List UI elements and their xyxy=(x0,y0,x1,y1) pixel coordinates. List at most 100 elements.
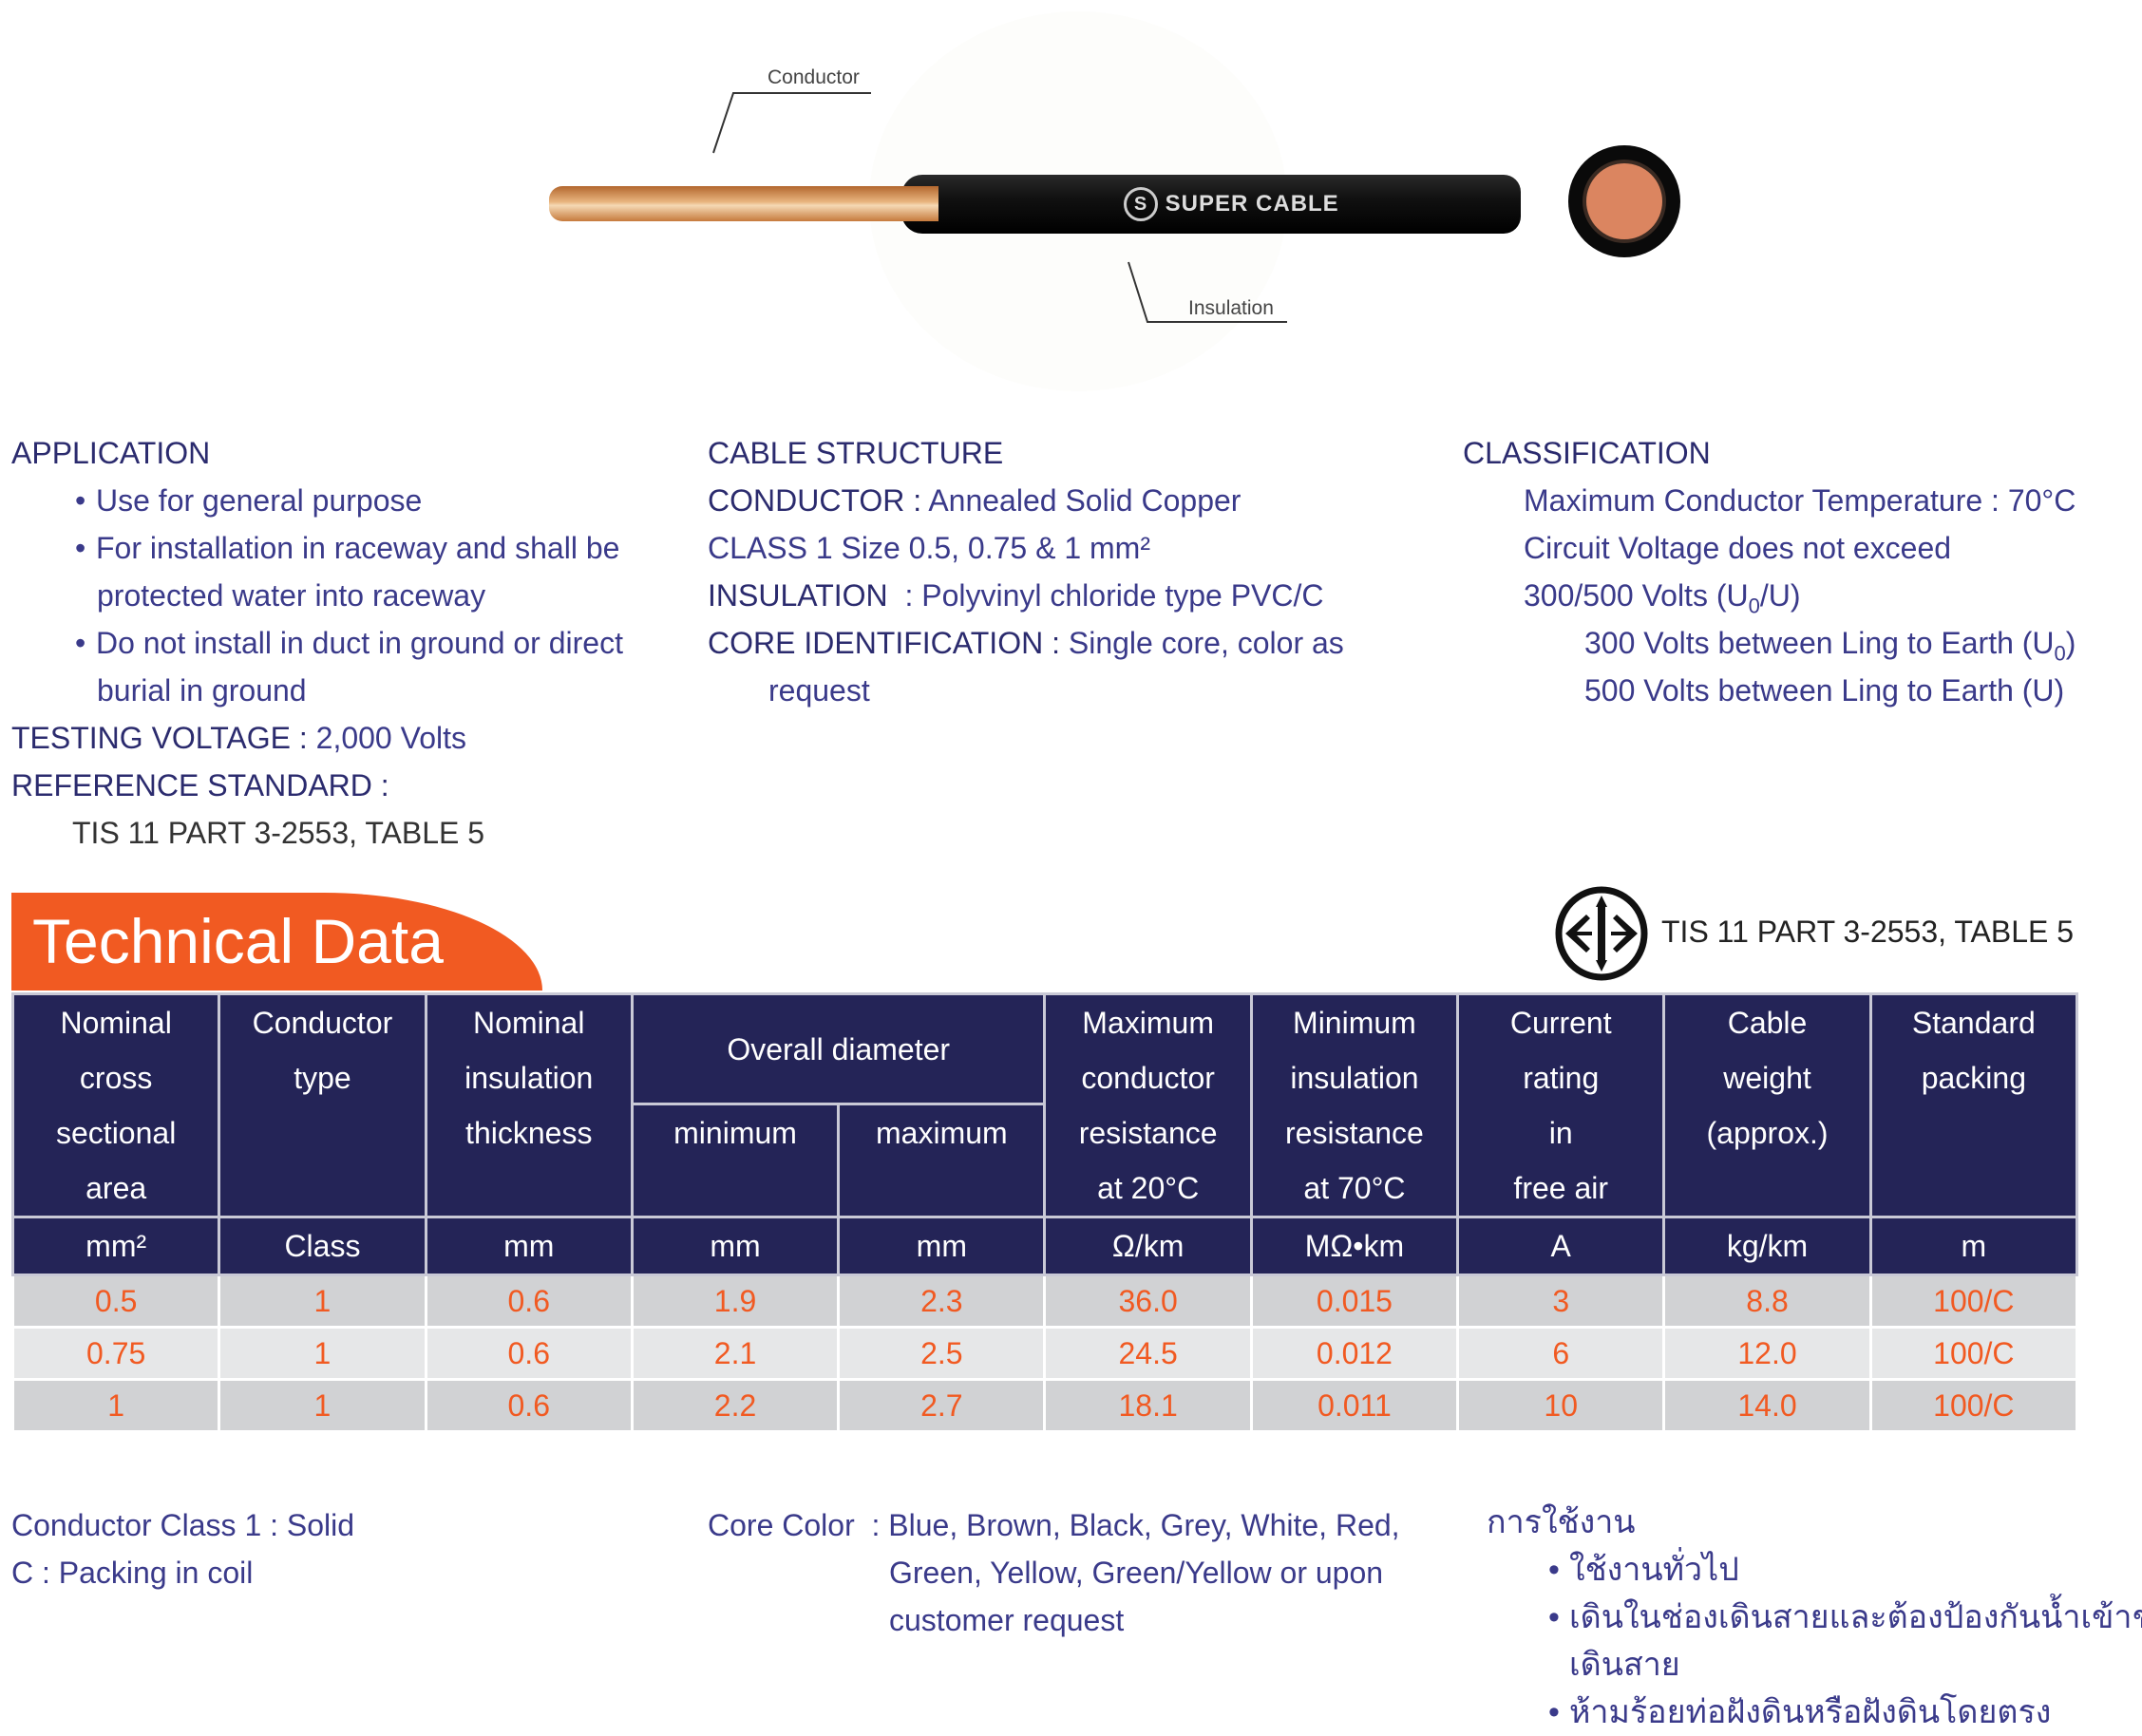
table-cell: 36.0 xyxy=(1043,1274,1253,1329)
table-cell: 24.5 xyxy=(1043,1326,1253,1381)
application-section: APPLICATION •Use for general purpose •Fo… xyxy=(11,429,623,857)
technical-data-banner: Technical Data xyxy=(11,893,542,991)
notes-section: Conductor Class 1 : Solid C : Packing in… xyxy=(11,1501,354,1596)
unit-cell: Class xyxy=(218,1216,427,1276)
thai-item: •ใช้งานทั่วไป xyxy=(1548,1552,1739,1588)
core-spec: CORE IDENTIFICATION : Single core, color… xyxy=(708,626,1344,660)
header-diameter: Overall diameter xyxy=(630,991,1047,1106)
table-cell: 3 xyxy=(1456,1274,1666,1329)
header-line: Cable xyxy=(1727,1006,1808,1040)
header-line: at 70°C xyxy=(1303,1171,1406,1205)
table-cell: 6 xyxy=(1456,1326,1666,1381)
unit-cell: kg/km xyxy=(1662,1216,1872,1276)
testing-voltage: TESTING VOLTAGE : 2,000 Volts xyxy=(11,721,466,755)
table-cell: 0.6 xyxy=(424,1326,634,1381)
header-line: Minimum xyxy=(1293,1006,1416,1040)
reference-standard-value: TIS 11 PART 3-2553, TABLE 5 xyxy=(72,816,485,850)
core-color: Core Color : Blue, Brown, Black, Grey, W… xyxy=(708,1508,1400,1542)
header-line: insulation xyxy=(1290,1061,1419,1095)
conductor-label: Conductor xyxy=(768,66,860,88)
unit-cell: MΩ•km xyxy=(1249,1216,1460,1276)
thai-item: •ห้ามร้อยท่อฝังดินหรือฝังดินโดยตรง xyxy=(1548,1694,2052,1730)
header-line: conductor xyxy=(1081,1061,1215,1095)
thai-title: การใช้งาน xyxy=(1487,1504,1636,1540)
table-cell: 100/C xyxy=(1868,1326,2079,1381)
application-item: •Do not install in duct in ground or dir… xyxy=(75,626,623,660)
unit-cell: m xyxy=(1868,1216,2079,1276)
application-item-cont: protected water into raceway xyxy=(97,578,486,613)
header-line: weight xyxy=(1723,1061,1811,1095)
table-cell: 8.8 xyxy=(1662,1274,1872,1329)
copper-conductor xyxy=(549,186,938,221)
header-line: Nominal xyxy=(60,1006,172,1040)
table-cell: 2.2 xyxy=(630,1378,841,1433)
table-cell: 0.6 xyxy=(424,1378,634,1433)
header-line: free air xyxy=(1513,1171,1609,1205)
core-color-cont: customer request xyxy=(889,1603,1125,1637)
header-line: resistance xyxy=(1285,1116,1424,1150)
header-line: Nominal xyxy=(473,1006,585,1040)
application-item: •Use for general purpose xyxy=(75,483,423,518)
table-cell: 2.1 xyxy=(630,1326,841,1381)
unit-cell: mm xyxy=(424,1216,634,1276)
packing-note: C : Packing in coil xyxy=(11,1556,254,1590)
header-line: sectional xyxy=(56,1116,177,1150)
thai-item-cont: เดินสาย xyxy=(1569,1647,1680,1683)
header-line: resistance xyxy=(1078,1116,1218,1150)
tis-standard-badge xyxy=(1554,886,1649,986)
reference-standard-label: REFERENCE STANDARD : xyxy=(11,768,389,802)
table-cell: 2.7 xyxy=(837,1378,1047,1433)
header-weight: Cable weight (approx.) xyxy=(1662,992,1872,1218)
thai-item: •เดินในช่องเดินสายและต้องป้องกันน้ำเข้าช… xyxy=(1548,1599,2142,1635)
insulation-spec: INSULATION : Polyvinyl chloride type PVC… xyxy=(708,578,1324,613)
application-item-cont: burial in ground xyxy=(97,673,307,708)
table-cell: 1 xyxy=(218,1378,427,1433)
header-max: maximum xyxy=(837,1103,1047,1218)
class-spec: CLASS 1 Size 0.5, 0.75 & 1 mm² xyxy=(708,531,1150,565)
table-cell: 100/C xyxy=(1868,1274,2079,1329)
header-line: Current xyxy=(1509,1006,1612,1040)
technical-data-title: Technical Data xyxy=(32,906,444,976)
header-line: at 20°C xyxy=(1097,1171,1200,1205)
rated-voltage: 300/500 Volts (U0/U) xyxy=(1524,578,1801,618)
header-line: (approx.) xyxy=(1706,1116,1829,1150)
header-min: minimum xyxy=(630,1103,841,1218)
header-line: Standard xyxy=(1911,1006,2036,1040)
header-line: thickness xyxy=(465,1116,593,1150)
cable-diagram: S SUPER CABLE Conductor Insulation xyxy=(0,0,2142,399)
tis-logo-icon xyxy=(1555,886,1648,981)
table-cell: 1.9 xyxy=(630,1274,841,1329)
header-line: area xyxy=(85,1171,147,1205)
table-cell: 0.015 xyxy=(1249,1274,1460,1329)
table-cell: 0.011 xyxy=(1249,1378,1460,1433)
table-cell: 0.012 xyxy=(1249,1326,1460,1381)
table-cell: 1 xyxy=(218,1326,427,1381)
circuit-voltage: Circuit Voltage does not exceed xyxy=(1524,531,1952,565)
class-note: Conductor Class 1 : Solid xyxy=(11,1508,355,1542)
conductor-spec: CONDUCTOR : Annealed Solid Copper xyxy=(708,483,1242,518)
unit-cell: mm² xyxy=(10,1216,221,1276)
header-line: type xyxy=(294,1061,351,1095)
classification-section: CLASSIFICATION Maximum Conductor Tempera… xyxy=(1463,429,2076,714)
core-spec-cont: request xyxy=(768,673,870,708)
application-title: APPLICATION xyxy=(11,436,211,470)
table-cell: 0.75 xyxy=(10,1326,221,1381)
table-cell: 18.1 xyxy=(1043,1378,1253,1433)
leader-lines xyxy=(712,92,1287,323)
table-cell: 10 xyxy=(1456,1378,1666,1433)
application-item: •For installation in raceway and shall b… xyxy=(75,531,620,565)
unit-cell: Ω/km xyxy=(1043,1216,1253,1276)
insulation-label: Insulation xyxy=(1188,297,1274,319)
cross-section-core xyxy=(1586,163,1662,239)
table-cell: 0.6 xyxy=(424,1274,634,1329)
table-cell: 1 xyxy=(10,1378,221,1433)
brand-logo-icon: S xyxy=(1124,187,1158,221)
brand-print: S SUPER CABLE xyxy=(1124,187,1339,221)
